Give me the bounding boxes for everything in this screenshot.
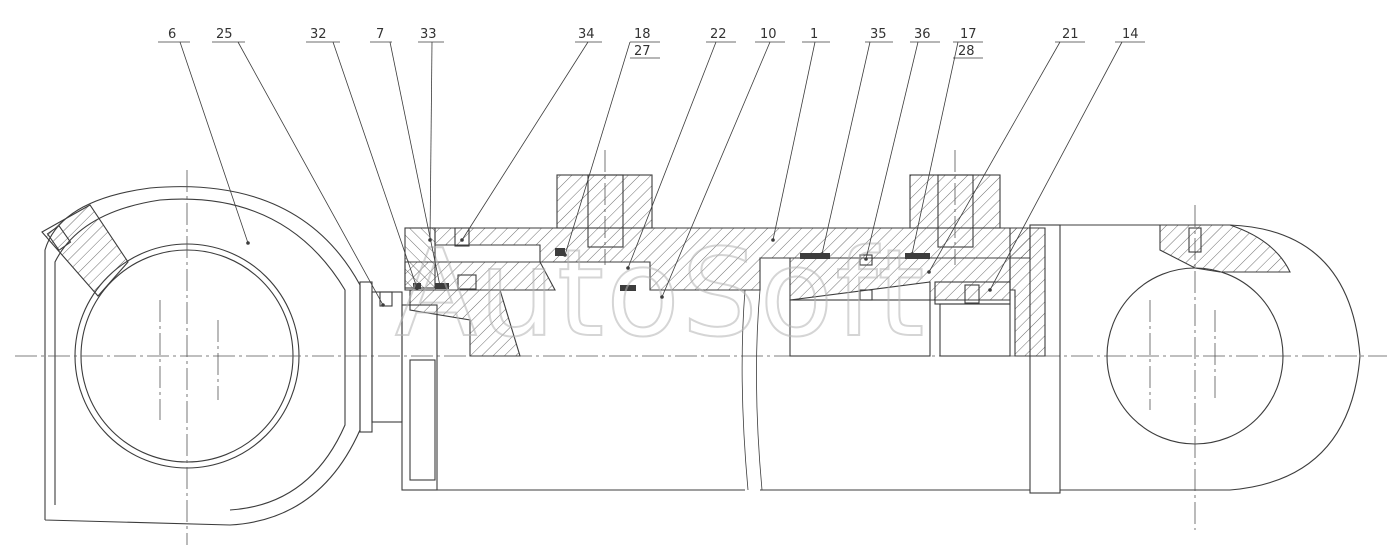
part-label-33: 33 [418, 27, 444, 242]
part-label-17-28: 17 28 [910, 27, 983, 256]
part-label-32: 32 [306, 27, 419, 290]
label-text-27: 27 [634, 44, 651, 59]
label-text-36: 36 [914, 27, 931, 42]
part-label-7: 7 [370, 27, 442, 288]
label-text-22: 22 [710, 27, 727, 42]
label-text-28: 28 [958, 44, 975, 59]
part-label-18-27: 18 27 [563, 27, 660, 257]
part-label-1: 1 [771, 27, 830, 242]
part-label-35: 35 [820, 27, 893, 256]
part-label-21: 21 [927, 27, 1085, 274]
cap-end-eye [1106, 205, 1361, 530]
part-label-34: 34 [460, 27, 602, 242]
label-text-17: 17 [960, 27, 977, 42]
end-cap [1009, 224, 1230, 494]
piston-rod [359, 281, 1030, 491]
rod-end-eye [41, 170, 361, 545]
part-label-10: 10 [660, 27, 785, 299]
label-text-21: 21 [1062, 27, 1079, 42]
part-label-22: 22 [626, 27, 736, 270]
label-text-18: 18 [634, 27, 651, 42]
label-text-32: 32 [310, 27, 327, 42]
label-text-6: 6 [168, 27, 176, 42]
label-text-35: 35 [870, 27, 887, 42]
label-text-34: 34 [578, 27, 595, 42]
label-text-1: 1 [810, 27, 818, 42]
label-text-10: 10 [760, 27, 777, 42]
watermark: AutoSoft [395, 225, 926, 364]
label-text-33: 33 [420, 27, 437, 42]
part-label-25: 25 [212, 27, 385, 307]
label-text-7: 7 [376, 27, 384, 42]
part-label-36: 36 [864, 27, 940, 261]
part-label-6: 6 [158, 27, 250, 245]
label-text-25: 25 [216, 27, 233, 42]
label-text-14: 14 [1122, 27, 1139, 42]
part-label-14: 14 [988, 27, 1145, 292]
